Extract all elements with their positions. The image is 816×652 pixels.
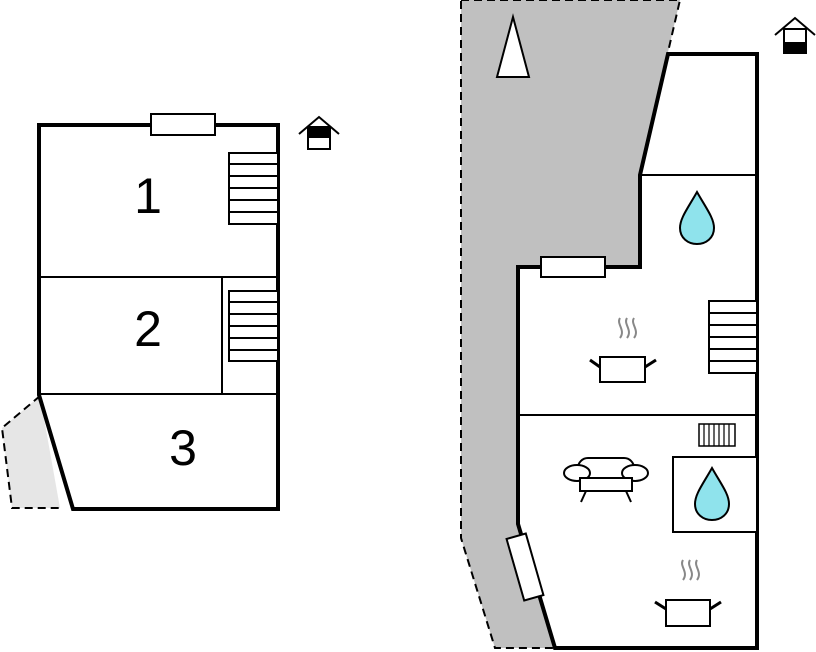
cooking-pot-icon bbox=[589, 317, 657, 383]
cooking-pot-icon bbox=[654, 559, 722, 627]
room-label-2: 2 bbox=[134, 301, 162, 357]
balcony bbox=[0, 395, 60, 509]
ground-floor-plan bbox=[460, 0, 816, 650]
north-arrow-icon bbox=[495, 13, 531, 78]
ground-floor-walls bbox=[516, 52, 759, 650]
upper-floor-walls bbox=[37, 123, 280, 511]
window bbox=[150, 113, 216, 136]
terrace bbox=[460, 0, 682, 649]
room-label-3: 3 bbox=[169, 420, 197, 476]
window bbox=[505, 532, 545, 602]
window bbox=[540, 256, 606, 278]
sofa-icon bbox=[563, 457, 649, 503]
upper-floor-plan: 1 2 3 bbox=[0, 113, 340, 511]
upper-floor-house-icon bbox=[298, 115, 340, 150]
ground-floor-house-icon bbox=[774, 16, 816, 54]
radiator-icon bbox=[698, 423, 736, 447]
stairs-icon bbox=[228, 152, 279, 225]
water-drop-icon bbox=[678, 189, 716, 246]
stairs-icon bbox=[708, 300, 758, 374]
stairs-icon bbox=[228, 290, 279, 362]
water-drop-icon bbox=[693, 465, 731, 522]
room-label-1: 1 bbox=[134, 168, 162, 224]
